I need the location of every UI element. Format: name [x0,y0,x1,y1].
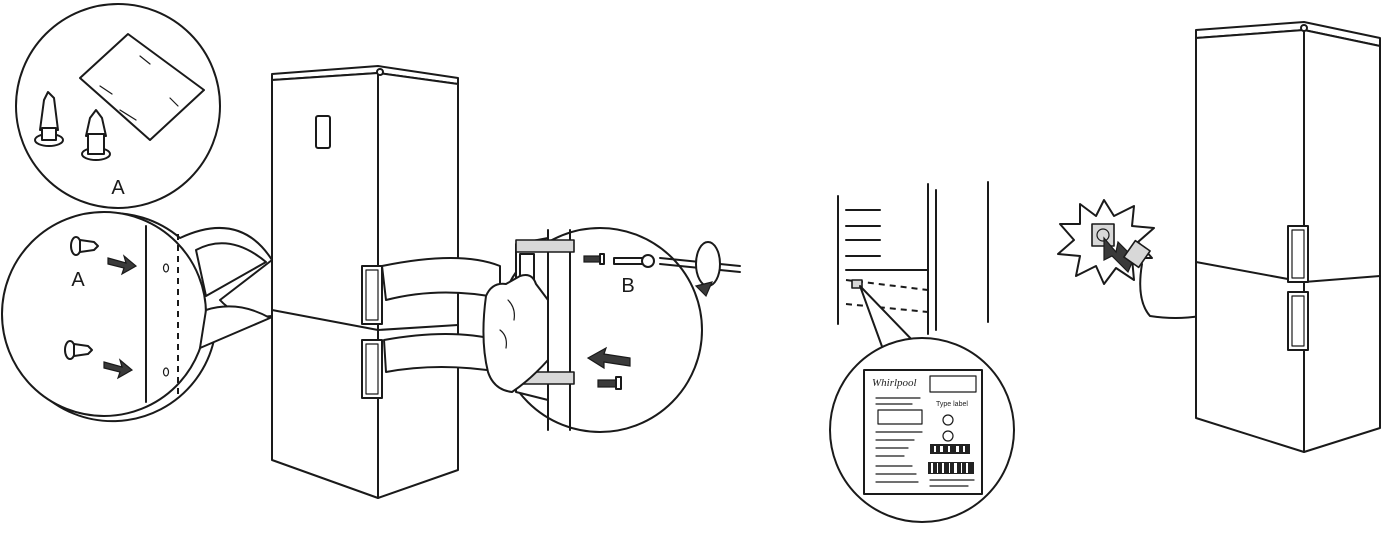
door-stopper-bag-callout: A [15,3,221,209]
label-a-side: A [71,269,85,291]
rating-plate-location: Whirlpool Type label [829,181,1015,523]
label-a-top: A [111,177,125,199]
door-stopper-icon [64,340,93,360]
rating-plate-type-label: Type label [936,401,968,408]
barcode-icon [928,444,974,474]
door-stopper-insert-callout: A [1,211,273,423]
power-connection [1057,199,1201,319]
arrow-icon [586,346,631,370]
screw-icon [597,376,622,390]
arrow-icon [103,358,134,380]
screw-icon [583,253,605,265]
arrow-icon [1103,236,1135,274]
fridge-freezer-icon [1195,21,1381,453]
door-stopper-icon [81,109,111,161]
door-stopper-icon [34,91,64,147]
screw-icon [613,254,655,268]
rating-plate-icon [851,279,863,289]
door-stopper-icon [70,236,99,256]
handle-mounting-callout: B [381,227,741,433]
arrow-icon [107,254,138,276]
rating-plate-brand: Whirlpool [872,377,917,389]
label-b: B [621,275,634,297]
screwdriver-icon [659,241,741,298]
rotate-arrow-icon [694,281,714,298]
